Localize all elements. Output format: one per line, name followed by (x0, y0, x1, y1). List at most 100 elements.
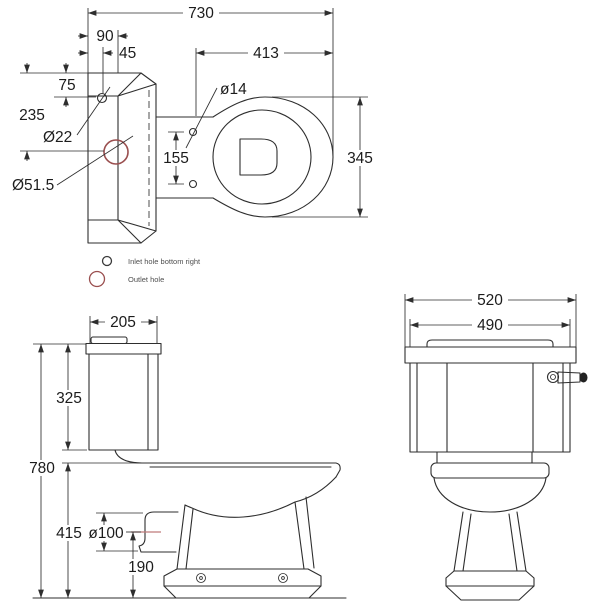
label-bg (472, 292, 508, 308)
callout-seat-hole-dia: ø14 (185, 81, 247, 149)
pan-front (430, 451, 550, 601)
flush-lever (546, 370, 588, 384)
dim-cistern-depth: 205 (89, 314, 158, 343)
label-bg (105, 314, 141, 330)
dim-label: 780 (29, 460, 55, 477)
leader-line (76, 86, 111, 136)
lever-boss-center (550, 374, 556, 380)
dim-label: 413 (253, 45, 279, 62)
dim-label: Ø51.5 (12, 177, 54, 194)
side-view: 205 780 325 415 ø100 (25, 314, 347, 599)
bowl-dome (433, 477, 547, 513)
lever-arm (557, 371, 581, 384)
dim-bowl-width: 345 (272, 96, 378, 218)
pedestal-edges (176, 496, 315, 570)
dim-outlet-dia: ø100 (87, 512, 143, 552)
tank-body (409, 362, 571, 453)
neck-edges (155, 116, 214, 199)
lid (85, 342, 162, 355)
rim-slab (430, 462, 550, 479)
leader-line (56, 135, 134, 186)
dim-label: 520 (477, 292, 503, 309)
dim-label: Ø22 (43, 129, 72, 146)
dim-seat-hole-pitch: 155 (159, 131, 193, 185)
dim-pan-height: 415 (52, 462, 142, 598)
label-bg (52, 525, 86, 541)
leader-line (185, 87, 218, 149)
inlet-hole-icon (101, 255, 113, 267)
plan-view: 730 90 45 413 75 (12, 5, 378, 244)
dim-label: 415 (56, 525, 82, 542)
front-view: 520 490 (404, 292, 588, 601)
dim-label: 75 (58, 77, 75, 94)
dim-label: 345 (347, 150, 373, 167)
callout-outlet-dia: Ø51.5 (12, 135, 134, 194)
dim-90: 90 (78, 28, 128, 73)
lid (404, 346, 577, 364)
pan-top-edge (141, 462, 341, 478)
dim-75: 75 (54, 63, 96, 107)
lever-boss (546, 370, 560, 384)
dim-label: 155 (163, 150, 189, 167)
dim-label: ø14 (220, 81, 247, 98)
legend: Inlet hole bottom right Outlet hole (88, 255, 201, 288)
tank-body (88, 353, 159, 451)
dim-overall-width: 520 (404, 292, 577, 347)
label-bg (248, 45, 284, 61)
dim-label: 45 (119, 45, 136, 62)
dim-label: ø100 (88, 525, 124, 542)
cistern-front (404, 339, 577, 453)
label-bg (343, 150, 378, 166)
inlet-hole (96, 92, 108, 104)
dim-overall-height: 780 (25, 343, 86, 598)
bowl-underside (184, 476, 337, 518)
legend-item-inlet: Inlet hole bottom right (101, 255, 201, 267)
legend-item-outlet: Outlet hole (88, 270, 164, 288)
outlet-hole (103, 139, 129, 165)
base-outline (163, 568, 322, 599)
base-outline (445, 570, 535, 601)
corner-flutes (416, 362, 564, 453)
bowl-rim-inner (212, 109, 312, 205)
legend-label: Outlet hole (128, 275, 164, 284)
waste-outlet-profile (138, 511, 179, 553)
lid-knob (426, 339, 554, 348)
label-bg (183, 5, 219, 21)
pedestal-edges (453, 511, 527, 572)
cistern-plan (87, 72, 157, 244)
dim-label: 490 (477, 317, 503, 334)
extension-line (20, 72, 104, 152)
bolt-hole-center (281, 576, 285, 580)
legend-label: Inlet hole bottom right (128, 257, 201, 266)
dim-label: 90 (96, 28, 114, 45)
callout-inlet-dia: Ø22 (43, 86, 111, 146)
label-bg (25, 460, 59, 476)
dim-label: 190 (128, 559, 154, 576)
dim-label: 205 (110, 314, 136, 331)
coupling (436, 451, 533, 464)
dim-235: 235 (19, 63, 104, 161)
outlet-hole-icon (88, 270, 106, 288)
seat-hole-bottom (188, 179, 198, 189)
label-bg (472, 317, 508, 333)
label-bg (124, 559, 158, 575)
lid-inner-edge (87, 72, 157, 244)
bolt-hole (196, 573, 206, 583)
label-bg (52, 390, 86, 406)
dim-outlet-center-height: 190 (124, 531, 158, 598)
dim-label: 325 (56, 390, 82, 407)
lever-knob (579, 372, 588, 383)
dim-bowl-depth: 413 (195, 45, 333, 116)
flush-bend (114, 449, 143, 464)
dim-label: 730 (188, 5, 214, 22)
extension-line (87, 8, 334, 157)
seat-hole-top (188, 127, 198, 137)
cistern-side (85, 336, 162, 451)
dim-overall-depth: 730 (87, 5, 334, 157)
extension-line (272, 96, 368, 218)
bolt-hole (278, 573, 288, 583)
bolt-hole-center (199, 576, 203, 580)
bowl-outline (212, 96, 334, 218)
